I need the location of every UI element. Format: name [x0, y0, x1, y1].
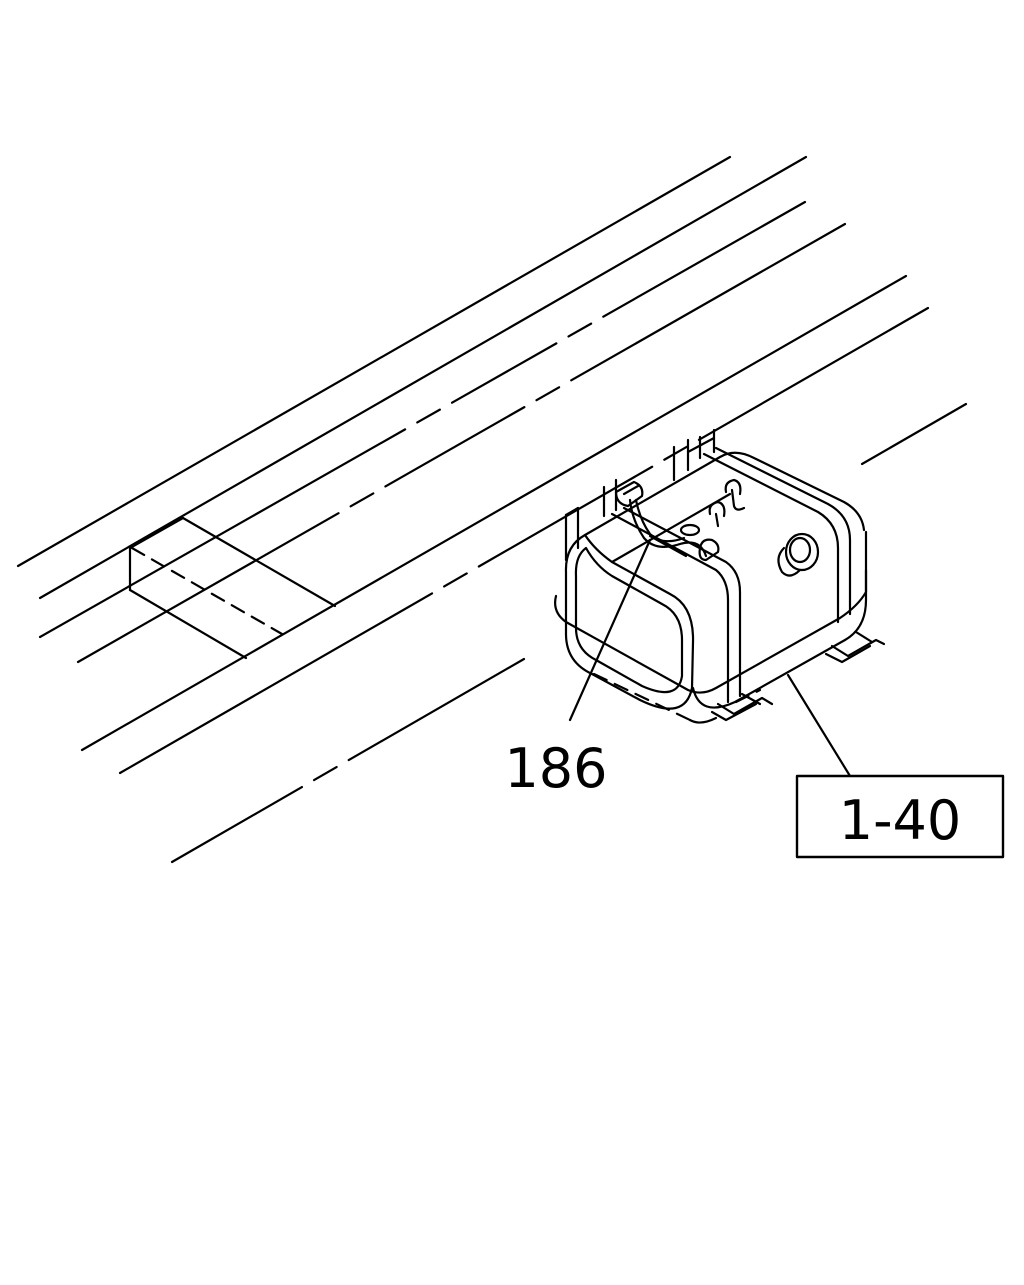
frame-rail-lower	[80, 274, 930, 775]
tank-top-fittings	[679, 478, 746, 562]
callout-186: 186	[504, 538, 652, 800]
callout-label-1-40: 1-40	[839, 789, 962, 852]
tank-hanger-brackets	[564, 428, 716, 562]
chassis-frame	[16, 155, 968, 864]
frame-rail-upper	[16, 155, 847, 664]
callout-box-1-40	[795, 774, 1005, 859]
tank-strap-front	[610, 446, 852, 704]
frame-cross-member	[128, 516, 337, 660]
tank-hidden-edges	[592, 672, 762, 722]
leader-line-186	[568, 538, 652, 722]
tank-side-body	[554, 530, 868, 724]
fuel-sender-harness	[614, 480, 708, 558]
callout-label-186: 186	[504, 737, 607, 800]
callout-1-40: 1-40	[786, 673, 1005, 859]
fuel-tank	[554, 428, 886, 724]
leader-line-1-40	[786, 673, 852, 778]
frame-rail-extensions	[170, 402, 968, 864]
filler-cap-icon	[777, 532, 820, 577]
tank-mount-feet	[710, 630, 886, 722]
